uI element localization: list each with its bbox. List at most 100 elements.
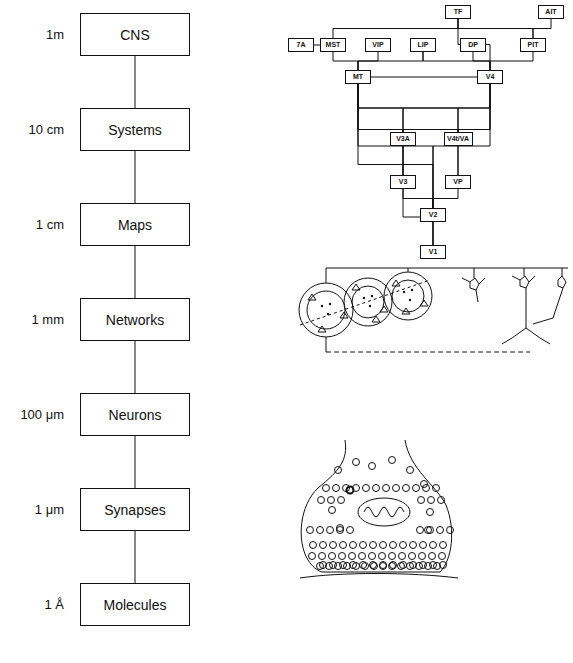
node-label: V2: [429, 211, 438, 219]
connector: [135, 436, 136, 488]
node-label: Synapses: [104, 502, 165, 518]
vesicle: [338, 497, 345, 504]
vesicle: [326, 563, 333, 570]
connector: [433, 189, 458, 208]
area-box: V4t/VA: [444, 132, 473, 146]
scale-label: 1 mm: [4, 312, 64, 327]
vesicle: [320, 542, 327, 549]
node-label: DP: [468, 41, 478, 49]
vesicle: [340, 542, 347, 549]
scale-label: 1 μm: [4, 502, 64, 517]
vesicle: [399, 553, 406, 560]
vesicle: [400, 542, 407, 549]
vesicle: [409, 553, 416, 560]
vesicle: [337, 525, 344, 532]
connector: [135, 341, 136, 393]
level-box: CNS: [80, 13, 190, 56]
vesicle: [407, 563, 414, 570]
vesicle: [410, 542, 417, 549]
vesicle: [323, 485, 330, 492]
level-box: Systems: [80, 108, 190, 151]
vesicle: [353, 563, 360, 570]
vesicle: [417, 527, 424, 534]
node-label: Maps: [118, 217, 152, 233]
node-label: MST: [326, 41, 341, 49]
node-label: Networks: [106, 312, 164, 328]
node-label: Systems: [108, 122, 162, 138]
vesicle: [418, 497, 425, 504]
connector: [358, 84, 433, 208]
vesicle: [329, 553, 336, 560]
vesicle: [420, 542, 427, 549]
connector: [403, 189, 433, 208]
scale-label: 100 μm: [4, 407, 64, 422]
area-box: VIP: [365, 38, 391, 52]
vesicle: [369, 553, 376, 560]
node-label: Molecules: [103, 597, 166, 613]
vesicle: [407, 467, 414, 474]
vesicle: [363, 485, 370, 492]
vesicle: [318, 497, 325, 504]
vesicle: [393, 485, 400, 492]
node-label: MT: [353, 73, 363, 81]
connector: [135, 56, 136, 108]
connector: [135, 531, 136, 583]
vesicle: [310, 542, 317, 549]
vesicle: [437, 527, 444, 534]
vesicle: [425, 563, 432, 570]
vesicle: [319, 553, 326, 560]
connector: [433, 84, 490, 208]
vesicle: [309, 553, 316, 560]
level-box: Networks: [80, 298, 190, 341]
vesicle: [329, 507, 336, 514]
vesicle: [440, 542, 447, 549]
node-label: 7A: [297, 41, 306, 49]
node-label: AIT: [545, 8, 556, 16]
synapse-illustration: [300, 440, 458, 578]
vesicle: [344, 563, 351, 570]
vesicle: [369, 463, 376, 470]
area-box: 7A: [288, 38, 314, 52]
node-label: Neurons: [109, 407, 162, 423]
vesicle: [317, 563, 324, 570]
vesicle: [317, 527, 324, 534]
vesicle: [439, 553, 446, 560]
node-label: PIT: [528, 41, 539, 49]
vesicle: [403, 485, 410, 492]
vesicle: [349, 553, 356, 560]
connector: [135, 151, 136, 203]
connector: [333, 19, 458, 38]
vesicle: [370, 562, 377, 569]
connector: [371, 77, 477, 78]
connector: [135, 246, 136, 298]
vesicle: [390, 562, 397, 569]
connector: [458, 84, 490, 132]
vesicle: [416, 563, 423, 570]
area-box: MST: [320, 38, 346, 52]
vesicle: [370, 542, 377, 549]
connector: [333, 52, 358, 70]
level-box: Maps: [80, 203, 190, 246]
vesicle: [427, 509, 434, 516]
node-label: V3: [399, 178, 408, 186]
vesicle: [328, 497, 335, 504]
area-box: V4: [477, 70, 503, 84]
level-box: Molecules: [80, 583, 190, 626]
area-box: V1: [420, 245, 446, 259]
node-label: V4t/VA: [447, 135, 469, 143]
area-box: V3A: [390, 132, 416, 146]
level-box: Synapses: [80, 488, 190, 531]
vesicle: [339, 553, 346, 560]
connector: [533, 19, 551, 38]
vesicle: [419, 553, 426, 560]
area-box: AIT: [538, 5, 564, 19]
vesicle: [383, 485, 390, 492]
scale-label: 1 Å: [4, 597, 64, 612]
network-illustration: [299, 268, 568, 352]
vesicle: [379, 553, 386, 560]
vesicle: [430, 542, 437, 549]
vesicle: [421, 481, 428, 488]
vesicle: [423, 485, 430, 492]
vesicle: [434, 563, 441, 570]
